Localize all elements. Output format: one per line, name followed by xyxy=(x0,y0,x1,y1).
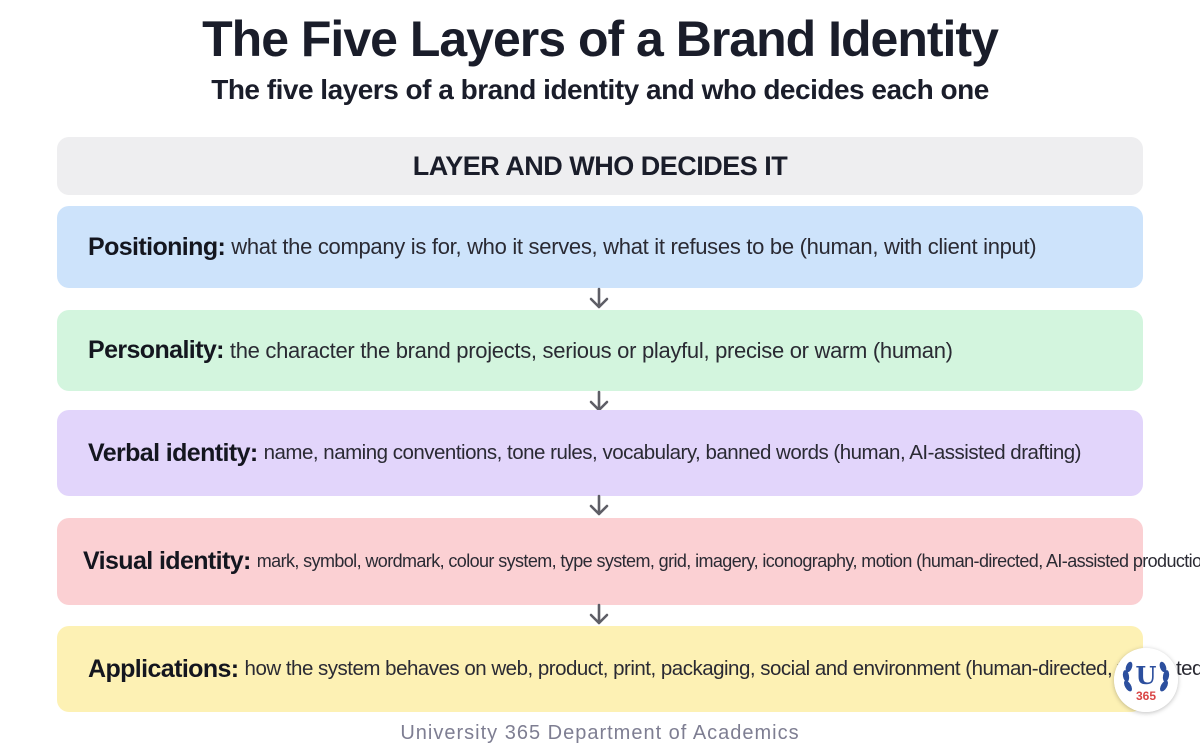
layer-name: Verbal identity: xyxy=(88,438,258,467)
layer-personality: Personality: the character the brand pro… xyxy=(57,310,1143,391)
layer-visual-identity: Visual identity: mark, symbol, wordmark,… xyxy=(57,518,1200,605)
university-laurel-logo-icon: U 365 xyxy=(1114,648,1178,712)
footer-credit: University 365 Department of Academics xyxy=(400,722,800,744)
page-subtitle: The five layers of a brand identity and … xyxy=(211,74,989,105)
layer-positioning: Positioning: what the company is for, wh… xyxy=(57,206,1143,288)
page-title: The Five Layers of a Brand Identity xyxy=(202,11,999,67)
down-arrow-icon xyxy=(589,603,609,625)
layer-description: what the company is for, who it serves, … xyxy=(231,234,1037,259)
layer-description: name, naming conventions, tone rules, vo… xyxy=(263,441,1082,464)
layer-verbal-identity: Verbal identity: name, naming convention… xyxy=(57,410,1143,496)
layer-name: Applications: xyxy=(88,654,239,683)
layer-name: Personality: xyxy=(88,336,225,364)
down-arrow-icon xyxy=(589,287,609,309)
logo-letter: U xyxy=(1136,661,1157,690)
layer-description: how the system behaves on web, product, … xyxy=(244,657,1200,680)
logo-number: 365 xyxy=(1136,689,1156,703)
layer-name: Visual identity: xyxy=(83,547,251,575)
down-arrow-icon xyxy=(589,494,609,516)
layer-description: the character the brand projects, seriou… xyxy=(229,337,953,363)
layers-header: LAYER AND WHO DECIDES IT xyxy=(57,137,1143,195)
layer-name: Positioning: xyxy=(88,232,226,261)
layer-description: mark, symbol, wordmark, colour system, t… xyxy=(256,551,1200,571)
layer-applications: Applications: how the system behaves on … xyxy=(57,626,1200,712)
